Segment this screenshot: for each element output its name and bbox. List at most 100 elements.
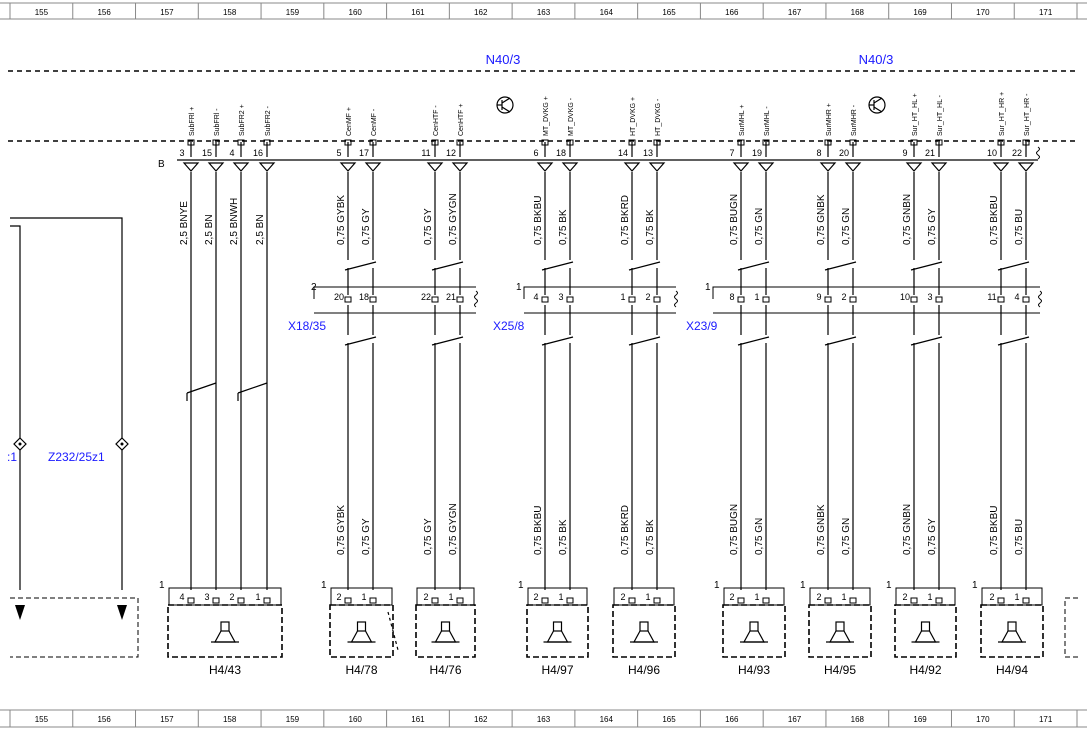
wire-break-mark bbox=[237, 382, 268, 394]
control-unit-label: N40/3 bbox=[859, 52, 894, 67]
terminal-arrow-icon bbox=[623, 162, 641, 172]
wire-spec-label: 0,75 GNBN bbox=[902, 504, 913, 555]
pin-socket bbox=[824, 139, 832, 146]
wire-spec-label: 0,75 GNBK bbox=[816, 194, 827, 245]
wire-spec-label: 0,75 BUGN bbox=[729, 504, 740, 555]
connector-b-pin-number: 12 bbox=[446, 148, 456, 158]
speaker-pin-number: 1 bbox=[645, 592, 650, 602]
grid-column-label: 155 bbox=[35, 715, 49, 724]
pin-socket bbox=[849, 296, 857, 303]
speaker-pin-number: 2 bbox=[989, 592, 994, 602]
speaker-body bbox=[894, 604, 957, 658]
pin-socket bbox=[456, 597, 464, 604]
wire-break-mark bbox=[541, 336, 574, 346]
wire-spec-label: 0,75 BKRD bbox=[620, 195, 631, 245]
wire-spec-label: 0,75 GY bbox=[927, 208, 938, 245]
pin-socket bbox=[369, 139, 377, 146]
inline-connector-pin-number: 2 bbox=[841, 292, 846, 302]
inline-connector-label: X23/9 bbox=[686, 319, 718, 333]
terminal-arrow-icon bbox=[732, 162, 750, 172]
grid-column-label: 168 bbox=[851, 8, 865, 17]
speaker-icon-cone bbox=[213, 630, 237, 643]
pin-socket bbox=[653, 139, 661, 146]
signal-name-label: SurMHL + bbox=[739, 105, 746, 136]
pin-socket bbox=[541, 597, 549, 604]
pin-socket bbox=[737, 597, 745, 604]
inline-connector-pin-number: 11 bbox=[987, 292, 996, 302]
wire-break-mark bbox=[737, 261, 770, 271]
terminal-arrow-icon bbox=[992, 162, 1010, 172]
wire-break-mark bbox=[628, 261, 661, 271]
speaker-pin-number: 1 bbox=[361, 592, 366, 602]
pin-socket bbox=[1022, 597, 1030, 604]
grid-column-label: 163 bbox=[537, 8, 551, 17]
wire-spec-label: 0,75 GN bbox=[754, 518, 765, 555]
wire-break-mark bbox=[541, 261, 574, 271]
grid-column-label: 167 bbox=[788, 715, 802, 724]
wire-break-mark bbox=[431, 261, 464, 271]
wire-spec-label: 2,5 BN bbox=[204, 214, 215, 245]
terminal-arrow-icon bbox=[819, 162, 837, 172]
speaker-connector-number: 1 bbox=[159, 580, 165, 591]
speaker-body bbox=[980, 604, 1044, 658]
grid-column-label: 159 bbox=[286, 8, 300, 17]
grid-column-label: 156 bbox=[97, 715, 111, 724]
wire-break-mark bbox=[997, 336, 1030, 346]
wire-spec-label: 0,75 BKBU bbox=[533, 196, 544, 245]
pin-socket bbox=[566, 296, 574, 303]
pin-socket bbox=[762, 597, 770, 604]
wire-spec-label: 2,5 BNYE bbox=[179, 201, 190, 245]
connector-b-pin-number: 6 bbox=[533, 148, 538, 158]
speaker-label: H4/95 bbox=[824, 663, 856, 677]
speaker-pin-number: 2 bbox=[729, 592, 734, 602]
speaker-icon-magnet bbox=[920, 621, 931, 632]
pin-socket bbox=[737, 139, 745, 146]
wire-spec-label: 0,75 BKBU bbox=[533, 506, 544, 555]
speaker-icon-magnet bbox=[440, 621, 451, 632]
inline-connector-pin-number: 8 bbox=[729, 292, 734, 302]
speaker-label: H4/76 bbox=[429, 663, 461, 677]
connector-b-pin-number: 3 bbox=[179, 148, 184, 158]
pin-socket bbox=[263, 597, 271, 604]
terminal-arrow-icon bbox=[426, 162, 444, 172]
signal-name-label: SubFRl + bbox=[189, 107, 196, 136]
pin-socket bbox=[187, 139, 195, 146]
speaker-pin-number: 4 bbox=[179, 592, 184, 602]
speaker-icon-magnet bbox=[1007, 621, 1017, 632]
pin-socket bbox=[910, 296, 918, 303]
connector-b-pin-number: 16 bbox=[253, 148, 263, 158]
pin-socket bbox=[369, 296, 377, 303]
inline-connector-number: 1 bbox=[705, 282, 711, 293]
inline-connector-pin-number: 1 bbox=[754, 292, 759, 302]
connector-end-squiggle-icon bbox=[474, 290, 478, 308]
terminal-arrow-icon bbox=[232, 162, 250, 172]
pin-socket bbox=[541, 296, 549, 303]
shield-mark bbox=[387, 611, 399, 651]
pin-socket bbox=[824, 296, 832, 303]
grid-column-label: 168 bbox=[851, 715, 865, 724]
grid-column-label: 170 bbox=[976, 715, 990, 724]
wire-spec-label: 0,75 GY bbox=[423, 208, 434, 245]
wire-spec-label: 0,75 BU bbox=[1014, 209, 1025, 245]
inline-connector-pin-number: 21 bbox=[446, 292, 456, 302]
signal-name-label: CenHTF - bbox=[433, 105, 440, 136]
speaker-label: H4/78 bbox=[345, 663, 377, 677]
connector-b-pin-number: 9 bbox=[902, 148, 907, 158]
inline-connector-pin-number: 4 bbox=[1014, 292, 1019, 302]
inline-connector-pin-number: 2 bbox=[645, 292, 650, 302]
pin-socket bbox=[566, 139, 574, 146]
connector-b-pin-number: 4 bbox=[229, 148, 234, 158]
connector-b-pin-number: 19 bbox=[752, 148, 762, 158]
signal-name-label: SubFR2 - bbox=[265, 105, 272, 136]
connector-b-pin-number: 11 bbox=[421, 148, 430, 158]
grid-column-label: 160 bbox=[349, 8, 363, 17]
speaker-icon-cone bbox=[914, 630, 937, 643]
grid-column-label: 165 bbox=[662, 715, 676, 724]
pin-socket bbox=[910, 597, 918, 604]
grid-column-label: 171 bbox=[1039, 8, 1053, 17]
speaker-icon-cone bbox=[1000, 630, 1024, 643]
speaker-icon-magnet bbox=[356, 621, 367, 632]
wire-break-mark bbox=[344, 336, 377, 346]
speaker-pin-number: 2 bbox=[533, 592, 538, 602]
grid-column-label: 155 bbox=[35, 8, 49, 17]
